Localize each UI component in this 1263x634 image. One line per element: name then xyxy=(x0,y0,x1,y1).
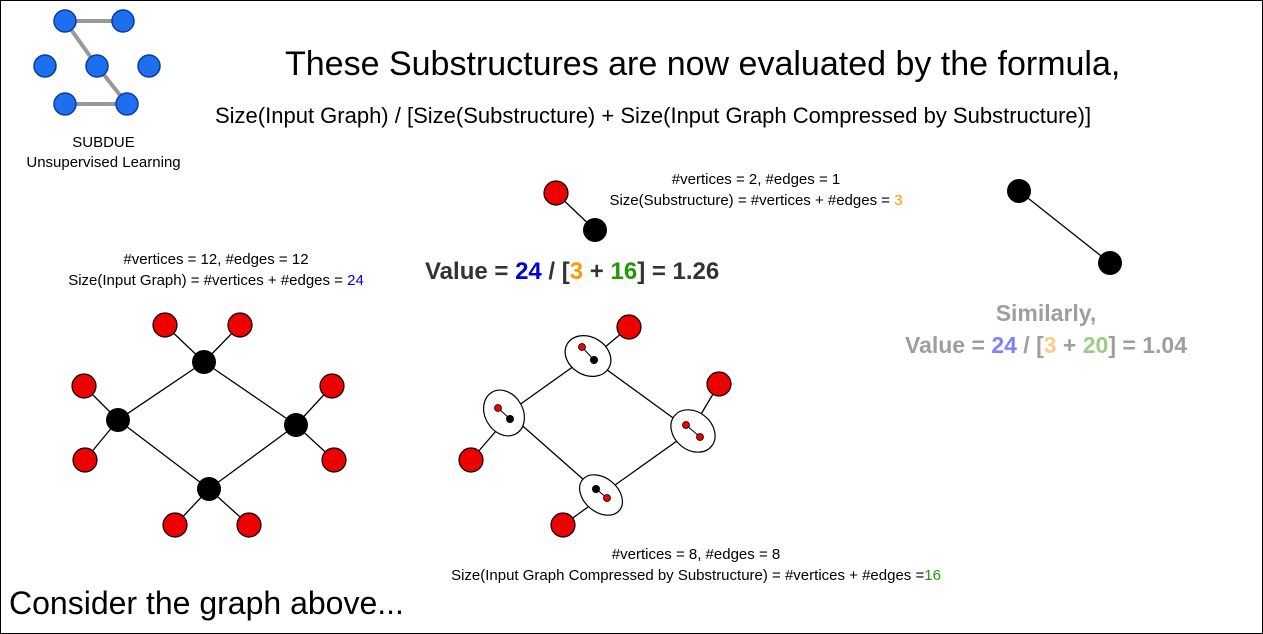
input-graph-stats: #vertices = 12, #edges = 12 Size(Input G… xyxy=(41,249,391,291)
value-main-divider: / [ xyxy=(541,258,570,285)
compressed-graph-counts: #vertices = 8, #edges = 8 xyxy=(611,546,781,563)
substructure-size-label: Size(Substructure) = #vertices + #edges … xyxy=(609,192,895,209)
compressed-graph xyxy=(458,314,732,538)
input-graph-size-label: Size(Input Graph) = #vertices + #edges = xyxy=(68,272,348,289)
alternative-substructure xyxy=(1007,179,1122,275)
compressed-graph-size-value: 16 xyxy=(924,567,941,584)
substructure-size-value: 3 xyxy=(894,192,903,209)
compressed-graph-stats: #vertices = 8, #edges = 8 Size(Input Gra… xyxy=(401,544,991,586)
similar-compressed-size: 20 xyxy=(1082,332,1109,358)
substructure-stats: #vertices = 2, #edges = 1 Size(Substruct… xyxy=(581,169,931,211)
evaluation-formula: Size(Input Graph) / [Size(Substructure) … xyxy=(215,103,1092,128)
input-graph-size-value: 24 xyxy=(347,272,364,289)
value-main-compressed-size: 16 xyxy=(610,258,638,285)
value-main-substructure-size: 3 xyxy=(569,258,584,285)
value-main: Value = 24 / [3 + 16] = 1.26 xyxy=(425,258,719,286)
input-graph-red-vertices xyxy=(71,312,347,538)
similar-heading: Similarly, xyxy=(995,300,1097,326)
page-title: These Substructures are now evaluated by… xyxy=(285,45,1121,83)
similar-result: ] = 1.04 xyxy=(1108,332,1187,358)
compressed-graph-size: Size(Input Graph Compressed by Substruct… xyxy=(401,565,991,586)
substructure-counts: #vertices = 2, #edges = 1 xyxy=(671,171,841,188)
value-main-plus: + xyxy=(583,258,611,285)
footer-caption: Consider the graph above... xyxy=(9,585,404,621)
input-graph-size: Size(Input Graph) = #vertices + #edges =… xyxy=(41,270,391,291)
similar-plus: + xyxy=(1056,332,1083,358)
similar-divider: / [ xyxy=(1016,332,1044,358)
substructure-graph xyxy=(543,180,607,242)
value-main-result: ] = 1.26 xyxy=(637,258,720,285)
compressed-graph-red-vertices xyxy=(458,314,732,538)
logo-subtitle: Unsupervised Learning xyxy=(26,154,181,171)
similar-label: Value = xyxy=(905,332,992,358)
inner-red-vertices xyxy=(494,343,704,502)
subdue-logo xyxy=(33,9,161,116)
substructure-size: Size(Substructure) = #vertices + #edges … xyxy=(581,190,931,211)
similar-substructure-size: 3 xyxy=(1043,332,1057,358)
logo-title: SUBDUE xyxy=(72,134,135,151)
input-graph xyxy=(71,312,347,538)
similar-value: Similarly, Value = 24 / [3 + 20] = 1.04 xyxy=(871,297,1221,361)
logo-vertices xyxy=(33,9,161,116)
input-graph-black-vertices xyxy=(106,350,308,501)
inner-black-vertices xyxy=(506,356,600,493)
compressed-graph-size-label: Size(Input Graph Compressed by Substruct… xyxy=(451,567,925,584)
input-graph-counts: #vertices = 12, #edges = 12 xyxy=(123,251,309,268)
similar-numerator: 24 xyxy=(991,332,1017,358)
logo-caption: SUBDUE Unsupervised Learning xyxy=(1,133,206,173)
value-main-numerator: 24 xyxy=(515,258,542,285)
similar-formula: Value = 24 / [3 + 20] = 1.04 xyxy=(871,329,1221,361)
value-main-label: Value = xyxy=(425,258,516,285)
